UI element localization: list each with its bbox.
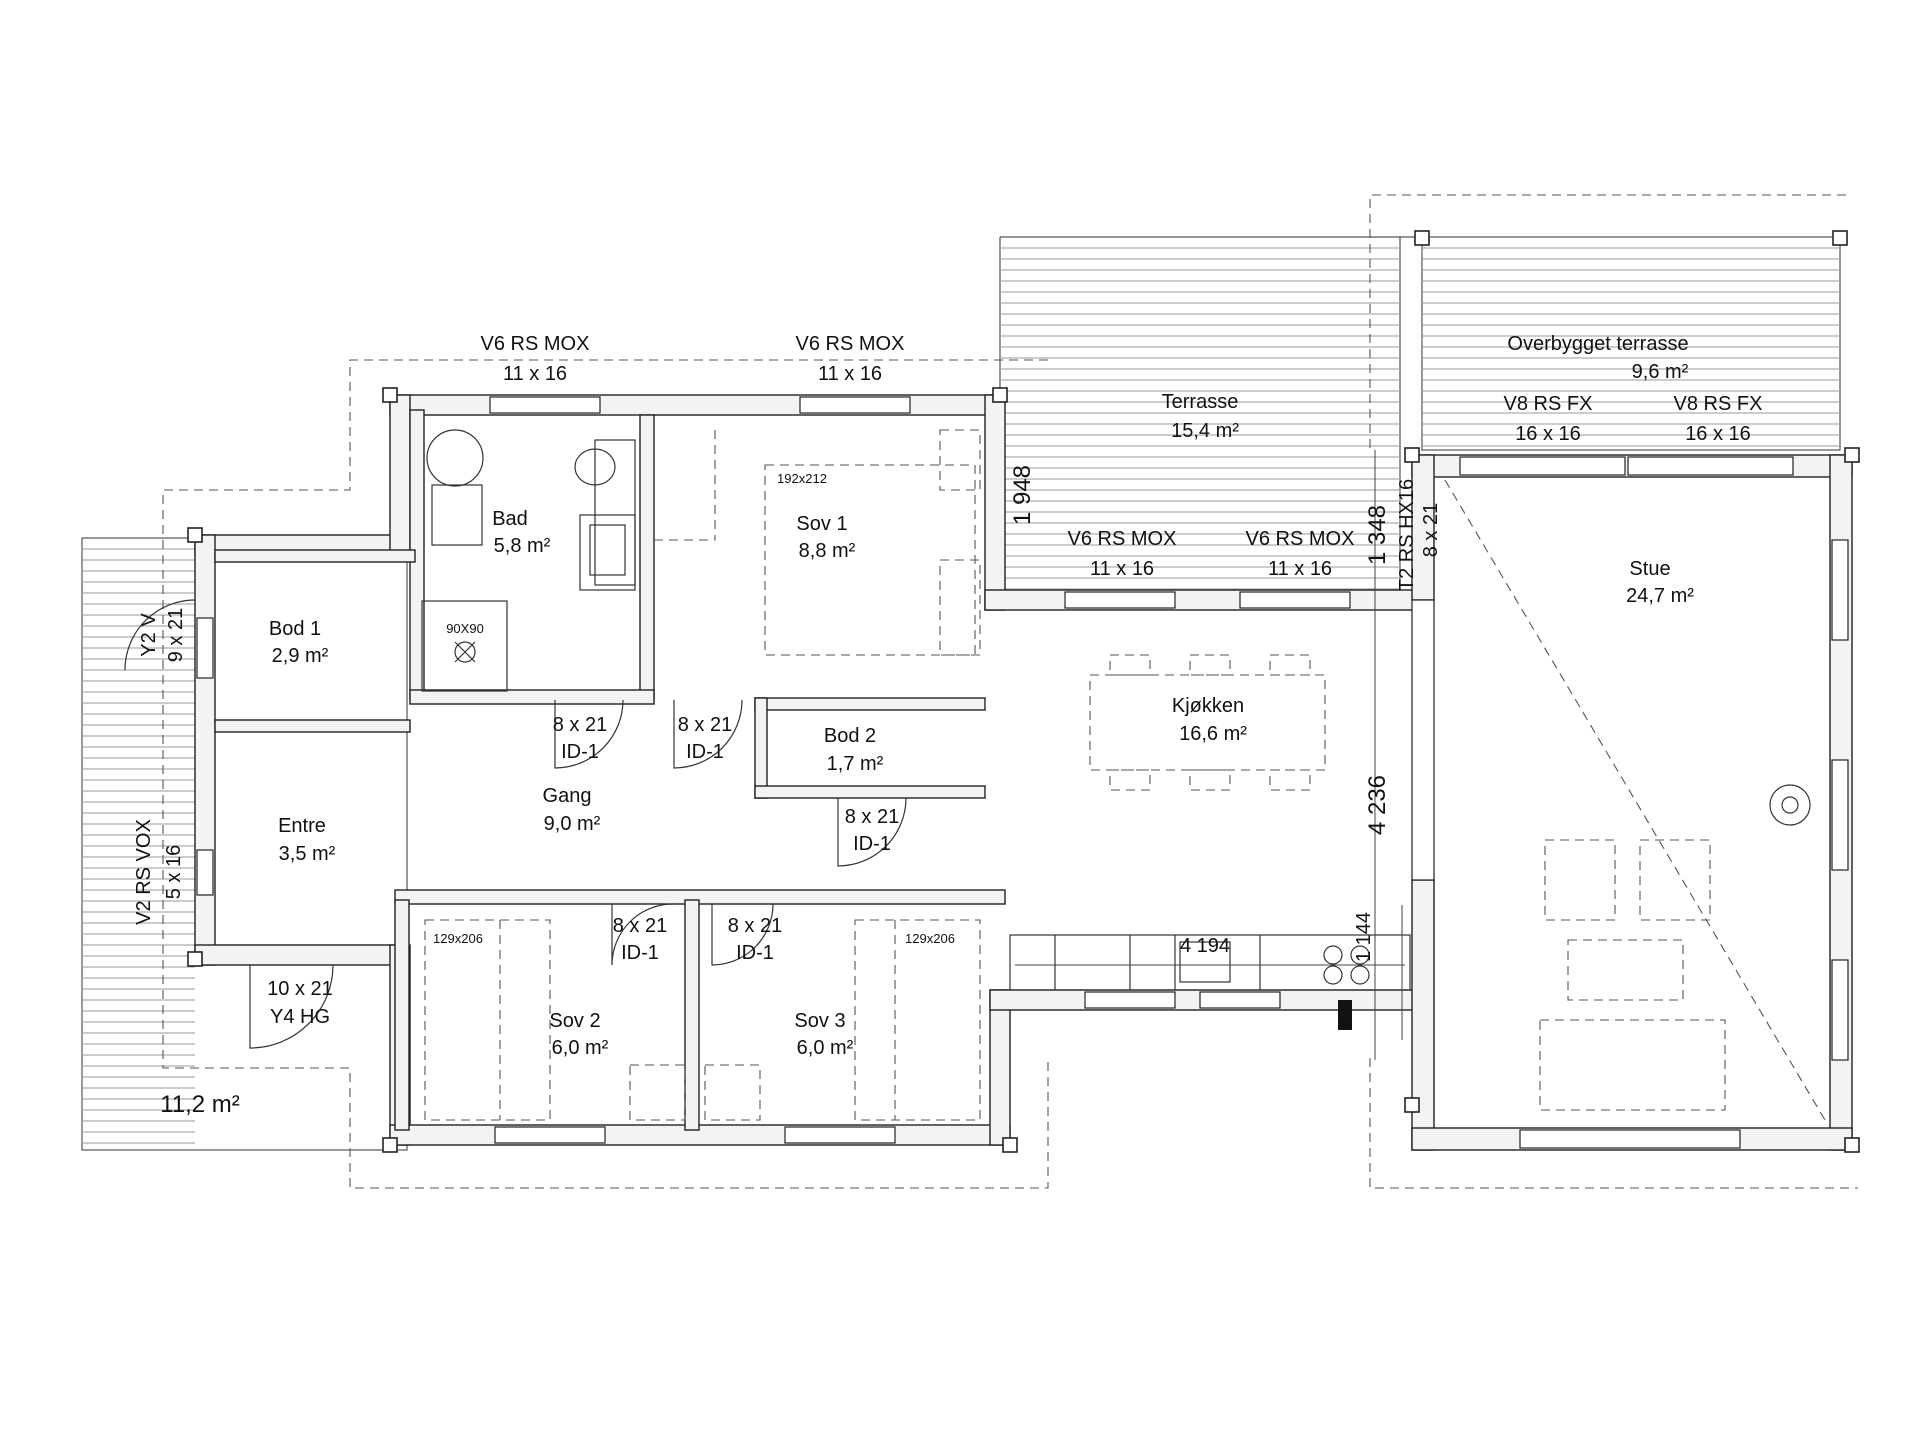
terrasse-deck — [999, 236, 1422, 591]
window-label-west-lower-type: V2 RS VOX — [133, 819, 155, 925]
dimension-sov1: 1 948 — [1009, 465, 1036, 525]
dimension-terrasse: 1 348 — [1364, 505, 1391, 565]
dining-table — [1089, 654, 1326, 791]
sink-icon — [1179, 941, 1231, 983]
window-label-terr-left-size: 11 x 16 — [1090, 558, 1154, 580]
window-label-terr-door-size: 8 x 21 — [1420, 503, 1442, 557]
room-sov3-area: 6,0 m² — [797, 1037, 854, 1059]
room-bod2-area: 1,7 m² — [827, 753, 884, 775]
interior-walls — [214, 409, 1006, 1131]
door-main-type: Y4 HG — [270, 1006, 330, 1028]
door-sov1-type: ID-1 — [686, 741, 724, 763]
roof-outline-top — [1369, 194, 1852, 448]
door-sov3-size: 8 x 21 — [728, 915, 782, 937]
window-label-terr-right-type: V6 RS MOX — [1246, 528, 1355, 550]
bed-sov1-size: 192x212 — [777, 471, 827, 486]
overbygget-name: Overbygget terrasse — [1507, 333, 1688, 355]
door-bad-type: ID-1 — [561, 741, 599, 763]
sink-icon — [579, 514, 636, 591]
roof-outline-left — [162, 359, 1049, 1189]
door-bod2-type: ID-1 — [853, 833, 891, 855]
shower-icon — [421, 600, 508, 692]
room-kjokken-area: 16,6 m² — [1179, 723, 1247, 745]
veranda-area: 11,2 m² — [160, 1091, 240, 1118]
dimension-counter: 1 144 — [1353, 912, 1375, 962]
window-label-stue-right-type: V8 RS FX — [1674, 393, 1763, 415]
window-label-top-left-size: 11 x 16 — [503, 363, 567, 385]
door-bad-size: 8 x 21 — [553, 714, 607, 736]
fireplace-icon — [1769, 784, 1811, 826]
window-label-stue-right-size: 16 x 16 — [1685, 423, 1751, 445]
window-label-top-mid-type: V6 RS MOX — [796, 333, 905, 355]
stove-icon — [1323, 945, 1343, 965]
labels: V6 RS MOX 11 x 16 V6 RS MOX 11 x 16 Over… — [133, 333, 1762, 1118]
room-entre-area: 3,5 m² — [279, 843, 336, 865]
door-bod2-size: 8 x 21 — [845, 806, 899, 828]
shower-size: 90X90 — [446, 621, 484, 636]
room-sov1-name: Sov 1 — [796, 513, 847, 535]
door-swings — [124, 599, 907, 1049]
room-stue-area: 24,7 m² — [1626, 585, 1694, 607]
room-gang-name: Gang — [543, 785, 592, 807]
roof-outline-right — [1369, 1058, 1858, 1189]
dimension-kitchen-length: 4 194 — [1180, 935, 1230, 957]
door-sov1-size: 8 x 21 — [678, 714, 732, 736]
door-sov2-type: ID-1 — [621, 942, 659, 964]
window-openings — [196, 396, 1849, 1149]
room-sov2-name: Sov 2 — [549, 1010, 600, 1032]
veranda-deck — [81, 537, 408, 1151]
window-label-west-upper-type: Y2 V — [138, 613, 160, 657]
overbygget-terrasse-deck — [1414, 230, 1848, 451]
window-label-top-left-type: V6 RS MOX — [481, 333, 590, 355]
sov1-bed — [654, 429, 981, 656]
room-sov2-area: 6,0 m² — [552, 1037, 609, 1059]
door-sov2-size: 8 x 21 — [613, 915, 667, 937]
window-label-terr-door-type: T2 RS HX16 — [1396, 479, 1418, 591]
room-bod1-name: Bod 1 — [269, 618, 321, 640]
room-stue-name: Stue — [1629, 558, 1670, 580]
window-label-west-upper-size: 9 x 21 — [165, 608, 187, 662]
dimension-lines — [1015, 450, 1405, 1060]
sov3-bed — [704, 919, 981, 1121]
kitchen-counter — [1009, 934, 1411, 1030]
terrasse-area: 15,4 m² — [1171, 420, 1239, 442]
door-main-size: 10 x 21 — [267, 978, 333, 1000]
window-label-stue-left-type: V8 RS FX — [1504, 393, 1593, 415]
room-sov1-area: 8,8 m² — [799, 540, 856, 562]
window-label-terr-right-size: 11 x 16 — [1268, 558, 1332, 580]
toilet-icon — [574, 448, 616, 486]
sov2-bed — [424, 919, 686, 1121]
window-label-top-mid-size: 11 x 16 — [818, 363, 882, 385]
room-entre-name: Entre — [278, 815, 326, 837]
bed-sov2-size: 129x206 — [433, 931, 483, 946]
room-bad-name: Bad — [492, 508, 528, 530]
room-sov3-name: Sov 3 — [794, 1010, 845, 1032]
dimension-kitchen-depth: 4 236 — [1364, 775, 1391, 835]
bathroom-fixtures — [421, 429, 636, 692]
room-bad-area: 5,8 m² — [494, 535, 551, 557]
window-label-west-lower-size: 5 x 16 — [163, 845, 185, 899]
room-bod1-area: 2,9 m² — [272, 645, 329, 667]
stue-furniture — [1444, 479, 1826, 1121]
toilet-paper-icon — [431, 484, 483, 546]
washing-machine-icon — [426, 429, 484, 487]
window-label-stue-left-size: 16 x 16 — [1515, 423, 1581, 445]
room-gang-area: 9,0 m² — [544, 813, 601, 835]
terrasse-name: Terrasse — [1162, 391, 1239, 413]
room-kjokken-name: Kjøkken — [1172, 695, 1244, 717]
door-sov3-type: ID-1 — [736, 942, 774, 964]
room-bod2-name: Bod 2 — [824, 725, 876, 747]
window-label-terr-left-type: V6 RS MOX — [1068, 528, 1177, 550]
drain-icon — [454, 641, 476, 663]
overbygget-area: 9,6 m² — [1632, 361, 1689, 383]
bed-sov3-size: 129x206 — [905, 931, 955, 946]
